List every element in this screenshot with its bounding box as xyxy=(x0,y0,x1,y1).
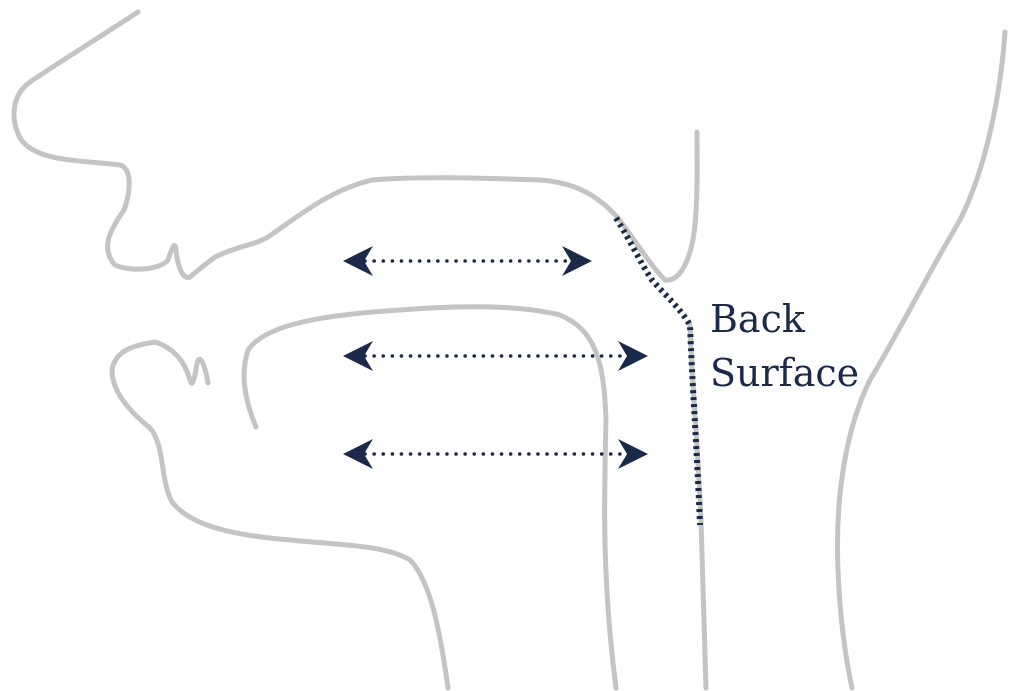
lower-jaw-outline xyxy=(244,307,616,688)
back-surface-label: Back Surface xyxy=(710,292,859,400)
label-line-1: Back xyxy=(710,292,859,346)
arrow-top xyxy=(343,246,592,276)
arrow-bottom xyxy=(343,439,648,469)
velum-outline xyxy=(618,132,697,280)
pharyngeal-wall-outline xyxy=(690,325,706,688)
neck-back-outline xyxy=(837,32,1005,688)
chin-outline xyxy=(112,342,448,688)
label-line-2: Surface xyxy=(710,346,859,400)
face-upper-outline xyxy=(14,12,618,278)
